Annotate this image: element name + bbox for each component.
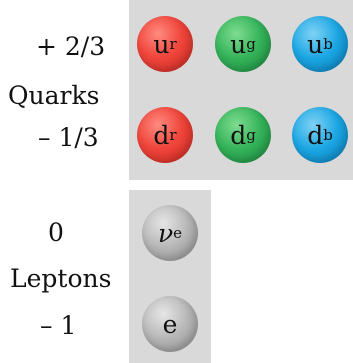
electron-neutrino-symbol: ν: [157, 218, 174, 248]
quarks-group-label: Quarks: [8, 81, 100, 110]
down-quark-red-symbol: d: [153, 120, 170, 150]
electron-charge-label: – 1: [40, 311, 77, 340]
quark-down-charge-label: – 1/3: [38, 123, 99, 152]
down-quark-blue-symbol: d: [307, 120, 324, 150]
electron: e: [142, 296, 198, 352]
leptons-group-label: Leptons: [10, 264, 112, 293]
neutrino-charge-label: 0: [48, 218, 64, 247]
up-quark-green-symbol: u: [230, 29, 247, 59]
down-quark-green-symbol: d: [230, 120, 247, 150]
up-quark-blue-symbol: u: [307, 29, 324, 59]
electron-symbol: e: [162, 309, 178, 339]
up-quark-red-symbol: u: [153, 29, 170, 59]
quark-up-charge-label: + 2/3: [36, 32, 106, 61]
